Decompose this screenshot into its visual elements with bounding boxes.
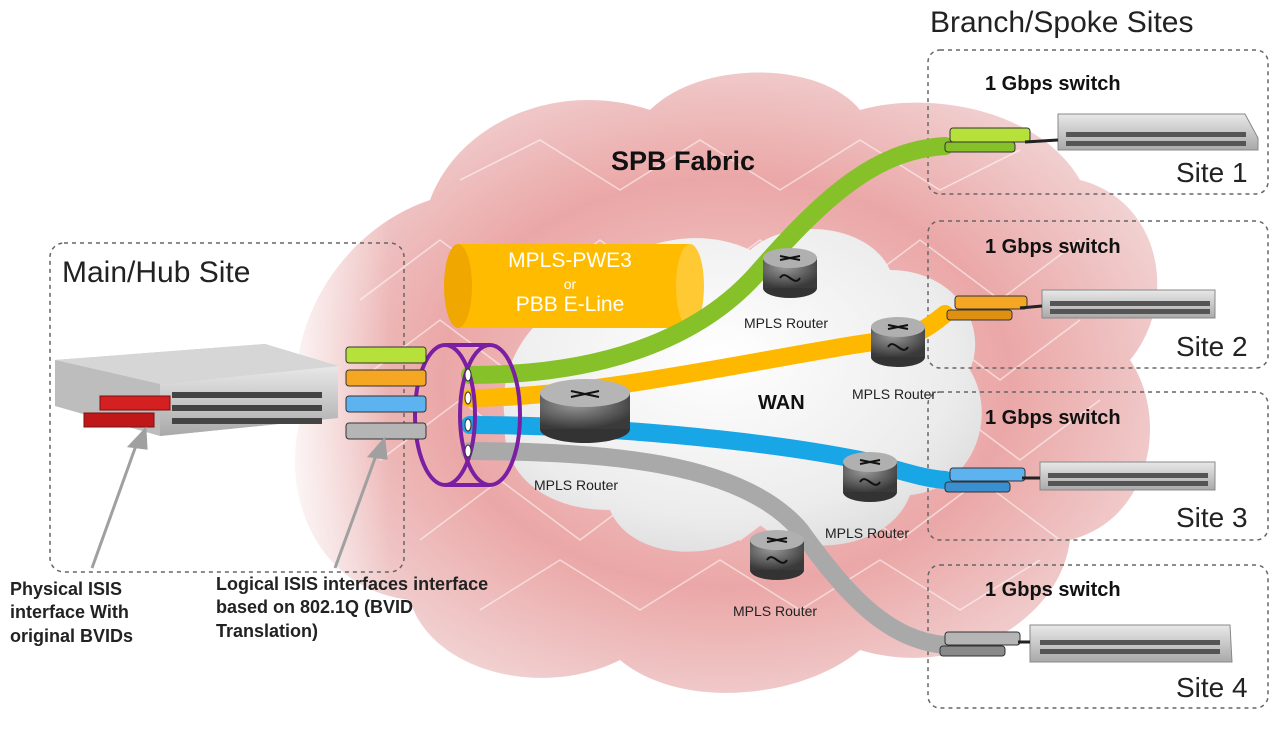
router-icon-right-top (871, 317, 925, 367)
hub-logical-ports (345, 346, 427, 440)
site-4-label: Site 4 (1176, 672, 1248, 703)
site-3-switch-label: 1 Gbps switch (985, 407, 1121, 429)
site-4-switch-label: 1 Gbps switch (985, 579, 1121, 601)
physical-port-red-1 (99, 395, 171, 411)
tunnel-label-or: or (563, 276, 577, 292)
site-3-label: Site 3 (1176, 502, 1248, 533)
site-2-label: Site 2 (1176, 331, 1248, 362)
site-1-switch-label: 1 Gbps switch (985, 73, 1121, 95)
site-1-label: Site 1 (1176, 157, 1248, 188)
spb-fabric-cloud (270, 72, 1158, 693)
gray-link (461, 442, 954, 654)
branch-switch-1 (944, 113, 1259, 153)
branch-switch-4 (939, 624, 1233, 663)
router-label-bottom: MPLS Router (733, 603, 818, 619)
site-2-switch-label: 1 Gbps switch (985, 236, 1121, 258)
router-icon-center (540, 379, 630, 443)
site-2-box (927, 220, 1269, 369)
main-site-title: Main/Hub Site (62, 256, 251, 289)
router-label-right-top: MPLS Router (852, 386, 937, 402)
branch-switch-2 (946, 289, 1216, 321)
branch-switch-3 (944, 461, 1216, 493)
router-label-top: MPLS Router (744, 315, 829, 331)
branch-sites-title: Branch/Spoke Sites (930, 6, 1194, 39)
router-label-right-bottom: MPLS Router (825, 525, 910, 541)
router-icon-top (763, 248, 817, 298)
site-1-box (927, 49, 1269, 195)
router-label-center: MPLS Router (534, 477, 619, 493)
physical-port-red-2 (83, 412, 155, 428)
tunnel-label-line3: PBB E-Line (515, 293, 625, 316)
tunnel-cylinder (444, 244, 704, 328)
wan-label: WAN (758, 392, 805, 414)
logical-interface-note: Logical ISIS interfaces interface based … (216, 574, 489, 641)
tunnel-label-line1: MPLS-PWE3 (508, 249, 632, 272)
site-3-box (927, 391, 1269, 541)
hub-switch (55, 344, 338, 436)
router-icons (540, 248, 925, 580)
annotation-arrows (90, 426, 388, 569)
router-icon-right-bottom (843, 452, 897, 502)
logical-interface-ring (413, 343, 522, 487)
spb-fabric-label: SPB Fabric (611, 146, 756, 176)
green-link (461, 137, 954, 384)
router-icon-bottom (750, 530, 804, 580)
physical-interface-note: Physical ISIS interface With original BV… (10, 579, 134, 646)
